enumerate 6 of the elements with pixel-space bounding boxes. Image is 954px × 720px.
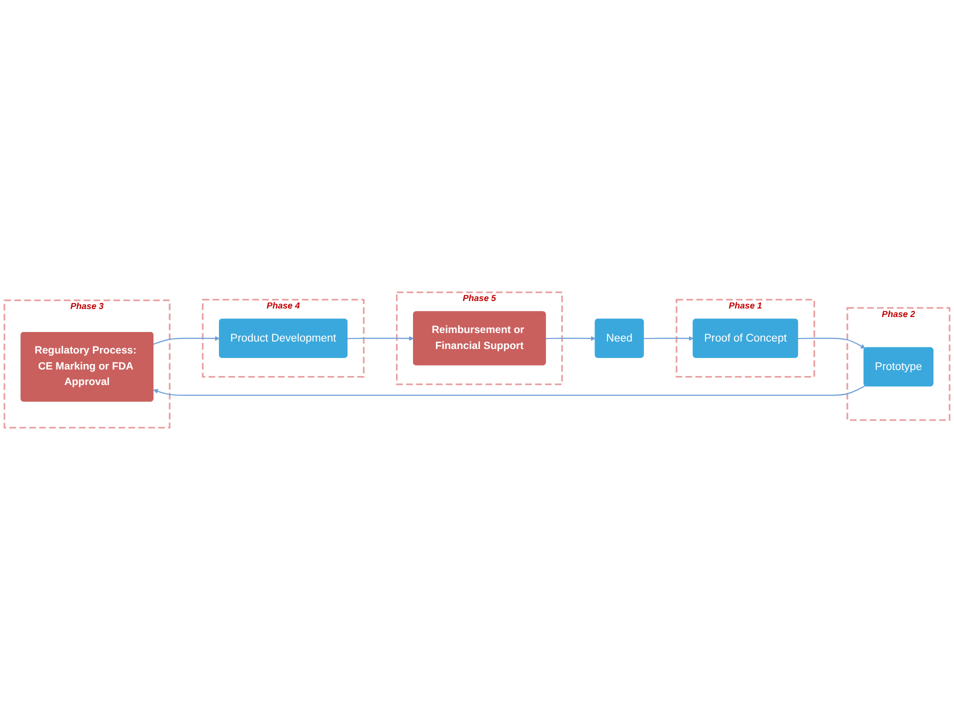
arrow xyxy=(153,385,866,396)
arrow xyxy=(644,336,694,341)
arrow xyxy=(153,336,220,345)
arrow xyxy=(798,338,866,349)
arrow xyxy=(546,336,596,341)
arrow xyxy=(347,336,414,341)
